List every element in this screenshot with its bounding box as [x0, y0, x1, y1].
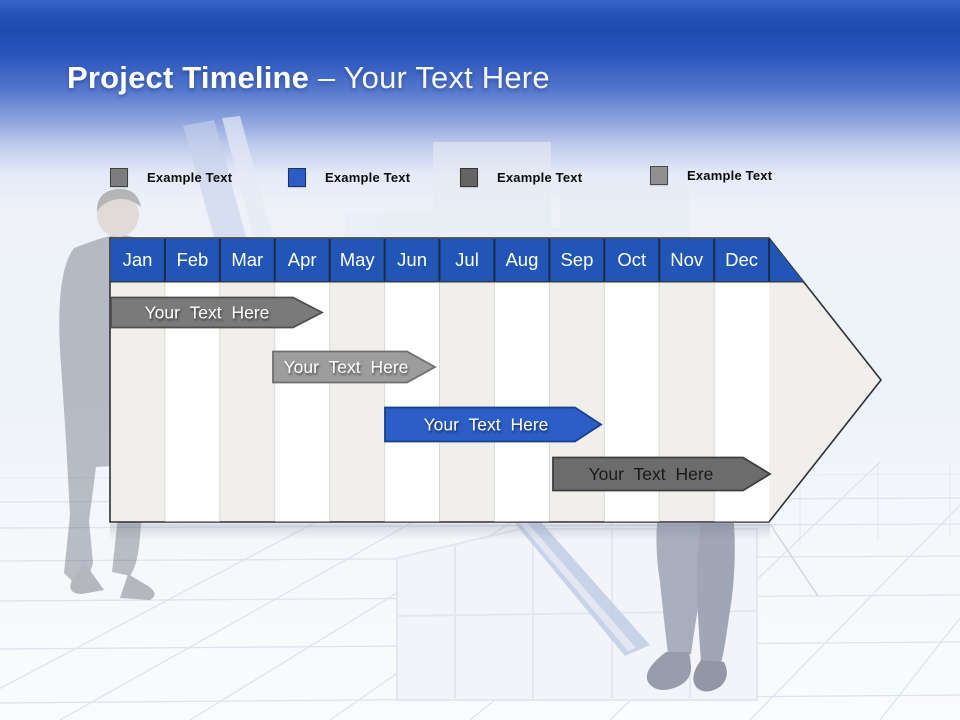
legend-label-4[interactable]: Example Text — [687, 168, 773, 183]
arrow-tip-reflection — [769, 523, 819, 597]
legend-swatch-3[interactable] — [460, 168, 478, 187]
legend-label-1[interactable]: Example Text — [147, 170, 233, 185]
task-arrow-3[interactable]: Your Text Here — [384, 406, 603, 443]
legend-item-1[interactable]: Example Text — [110, 168, 232, 187]
slide-title-secondary: – Your Text Here — [317, 60, 550, 95]
month-label[interactable]: Nov — [670, 249, 704, 270]
task-arrow-3-shape[interactable] — [384, 406, 603, 443]
month-label[interactable]: Jun — [397, 249, 427, 270]
month-label[interactable]: Apr — [288, 249, 317, 270]
task-arrow-3-label[interactable]: Your Text Here — [424, 415, 549, 435]
task-arrow-4-label[interactable]: Your Text Here — [589, 464, 714, 484]
month-label[interactable]: Oct — [617, 249, 646, 270]
legend-swatch-1[interactable] — [110, 168, 128, 187]
legend-item-4[interactable]: Example Text — [650, 166, 772, 185]
legend-item-2[interactable]: Example Text — [288, 168, 410, 187]
task-arrow-2-label[interactable]: Your Text Here — [284, 357, 409, 377]
table-reflection — [110, 523, 770, 541]
month-label[interactable]: Sep — [560, 249, 593, 270]
month-label[interactable]: Aug — [505, 249, 538, 270]
month-label[interactable]: Jul — [455, 249, 479, 270]
legend-label-2[interactable]: Example Text — [325, 170, 411, 185]
task-arrow-1-shape[interactable] — [110, 296, 324, 329]
task-arrow-4[interactable]: Your Text Here — [552, 456, 772, 492]
month-header-band — [110, 238, 804, 282]
task-arrow-1-label[interactable]: Your Text Here — [145, 303, 270, 323]
slide-title[interactable]: Project Timeline – Your Text Here — [67, 60, 550, 96]
task-arrow-2-shape[interactable] — [272, 350, 437, 384]
task-arrow-4-shape[interactable] — [552, 456, 772, 492]
legend-swatch-4[interactable] — [650, 166, 668, 185]
standing-person-legs — [646, 523, 735, 692]
month-header-separators — [163, 239, 771, 281]
legend-item-3[interactable]: Example Text — [460, 168, 582, 187]
legend-label-3[interactable]: Example Text — [497, 170, 583, 185]
month-label[interactable]: Jan — [123, 249, 153, 270]
legend-swatch-2[interactable] — [288, 168, 306, 187]
slide-title-primary: Project Timeline — [67, 60, 318, 95]
month-label[interactable]: Feb — [176, 249, 208, 270]
month-label[interactable]: May — [340, 249, 376, 270]
month-labels: Jan Feb Mar Apr May Jun Jul Aug Sep Oct … — [123, 249, 758, 270]
month-label[interactable]: Dec — [725, 249, 758, 270]
swoosh-lower — [513, 521, 650, 656]
month-label[interactable]: Mar — [231, 249, 263, 270]
task-arrow-2[interactable]: Your Text Here — [272, 350, 437, 384]
task-arrow-1[interactable]: Your Text Here — [110, 296, 324, 329]
